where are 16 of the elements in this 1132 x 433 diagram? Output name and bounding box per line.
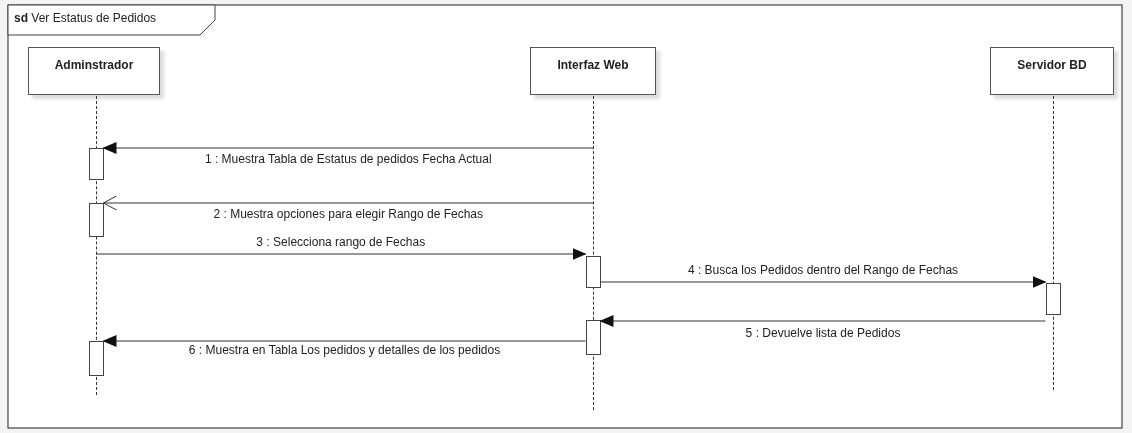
- message-label: 5 : Devuelve lista de Pedidos: [745, 326, 901, 340]
- lifeline-head: Adminstrador: [28, 47, 160, 95]
- message-arrow: [102, 335, 587, 347]
- message-arrow: [599, 276, 1047, 288]
- lifeline-head: Interfaz Web: [530, 47, 656, 95]
- message-arrow: [95, 248, 587, 260]
- message-arrow: [102, 195, 594, 211]
- message-arrow: [599, 315, 1047, 327]
- frame-title: sd Ver Estatus de Pedidos: [14, 11, 157, 25]
- message-label: 4 : Busca los Pedidos dentro del Rango de Fechas: [687, 263, 959, 277]
- lifeline-head: Servidor BD: [990, 47, 1114, 95]
- message-label: 3 : Selecciona rango de Fechas: [256, 235, 426, 249]
- message-arrow: [102, 142, 594, 154]
- message-label: 2 : Muestra opciones para elegir Rango de Fechas: [213, 207, 483, 221]
- message-label: 1 : Muestra Tabla de Estatus de pedidos Fecha Actual: [204, 152, 492, 166]
- message-label: 6 : Muestra en Tabla Los pedidos y detalles de los pedidos: [188, 343, 501, 357]
